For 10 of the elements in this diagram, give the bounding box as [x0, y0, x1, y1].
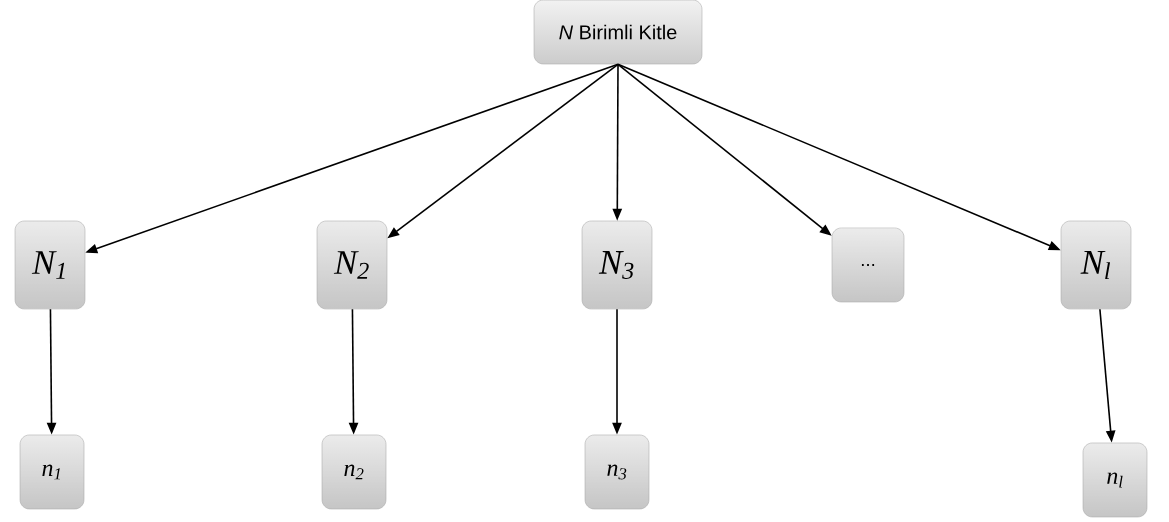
stratum-box: N$_{l}$ — [1060, 220, 1132, 310]
sample-box: n$_{1}$ — [19, 434, 85, 510]
stratum-box: N$_{2}$ — [316, 220, 388, 310]
population-box: N Birimli Kitle — [533, 0, 703, 65]
ellipsis-box: ... — [831, 227, 905, 303]
stratum-box: N$_{1}$ — [14, 220, 86, 310]
sample-box: n$_{l}$ — [1082, 442, 1148, 518]
sample-box: n$_{2}$ — [321, 434, 387, 510]
stratum-box: N$_{3}$ — [581, 220, 653, 310]
sample-box: n$_{3}$ — [584, 434, 650, 510]
